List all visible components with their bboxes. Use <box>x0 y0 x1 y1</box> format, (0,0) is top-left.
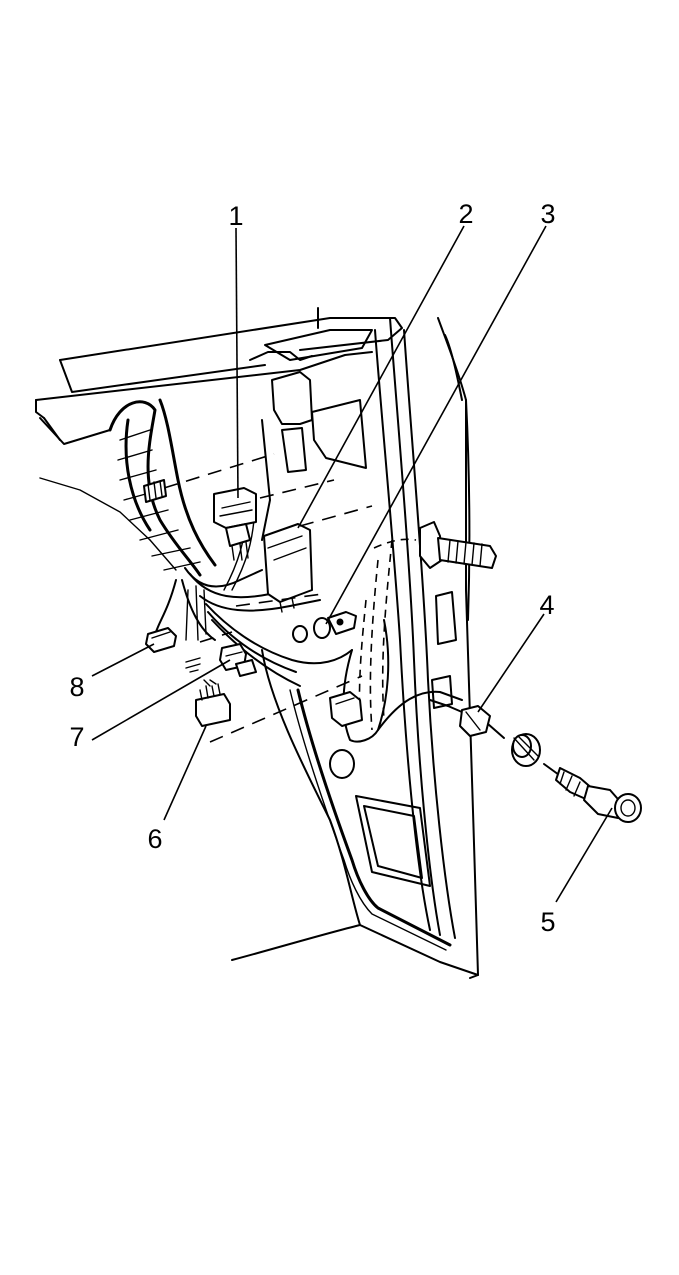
connector-6 <box>195 679 231 727</box>
callout-8: 8 <box>69 672 84 702</box>
door-lock-connector <box>329 691 363 727</box>
callout-4: 4 <box>539 590 554 620</box>
fastener-3 <box>292 611 357 643</box>
callout-6: 6 <box>147 824 162 854</box>
instrument-panel-outline <box>35 317 403 571</box>
ground-marks <box>185 657 201 673</box>
door-pillar-outline <box>231 307 479 979</box>
callout-3: 3 <box>540 199 555 229</box>
screw-left <box>143 479 167 503</box>
callout-7: 7 <box>69 722 84 752</box>
connector-2 <box>263 523 313 613</box>
leader-lines <box>91 225 613 903</box>
callout-2: 2 <box>458 199 473 229</box>
callout-1: 1 <box>228 201 243 231</box>
connector-7 <box>219 643 257 677</box>
connector-1 <box>213 487 257 561</box>
hinge-bolt <box>419 521 497 569</box>
connector-8 <box>145 627 177 653</box>
switch-5 <box>543 763 642 823</box>
callout-5: 5 <box>540 907 555 937</box>
grommet-4 <box>429 699 541 767</box>
callout-labels: 1 2 3 4 5 6 7 8 <box>69 199 555 937</box>
